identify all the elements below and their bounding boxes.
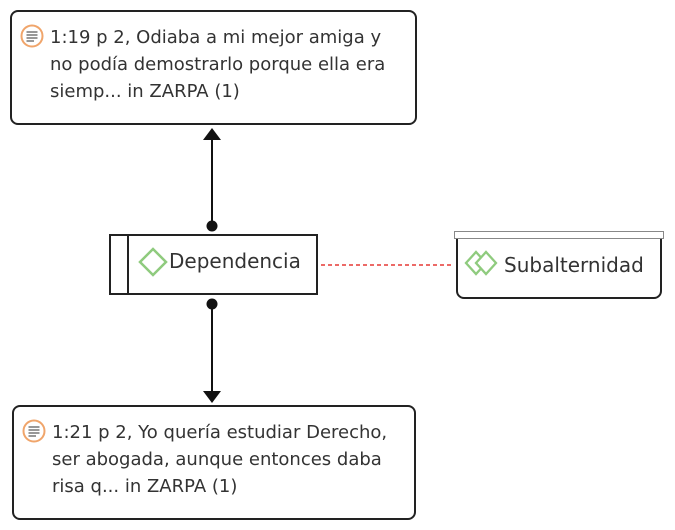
- quotation-text: 1:19 p 2, Odiaba a mi mejor amiga y no p…: [50, 27, 386, 102]
- quotation-text: 1:21 p 2, Yo quería estudiar Derecho, se…: [52, 422, 388, 497]
- quotation-document-icon: [22, 419, 46, 443]
- quotation-node-1-19[interactable]: 1:19 p 2, Odiaba a mi mejor amiga y no p…: [10, 10, 417, 125]
- code-label: Dependencia: [169, 249, 301, 273]
- link-start-dot: [206, 298, 218, 310]
- code-diamond-icon: [138, 247, 168, 277]
- link-code-to-bottom-quote[interactable]: [203, 298, 221, 404]
- arrowhead-down: [203, 391, 221, 403]
- link-start-dot: [206, 220, 218, 232]
- quotation-document-icon: [20, 24, 44, 48]
- code-group-label: Subalternidad: [504, 253, 644, 277]
- arrowhead-up: [203, 128, 221, 140]
- code-node-left-bar: [127, 236, 129, 293]
- code-group-node-subalternidad[interactable]: Subalternidad: [454, 231, 664, 299]
- code-group-double-diamond-icon: [464, 250, 498, 276]
- link-code-to-top-quote[interactable]: [203, 128, 221, 232]
- quotation-node-1-21[interactable]: 1:21 p 2, Yo quería estudiar Derecho, se…: [12, 405, 416, 520]
- code-node-dependencia[interactable]: Dependencia: [109, 234, 318, 295]
- group-top-strip: [454, 231, 664, 239]
